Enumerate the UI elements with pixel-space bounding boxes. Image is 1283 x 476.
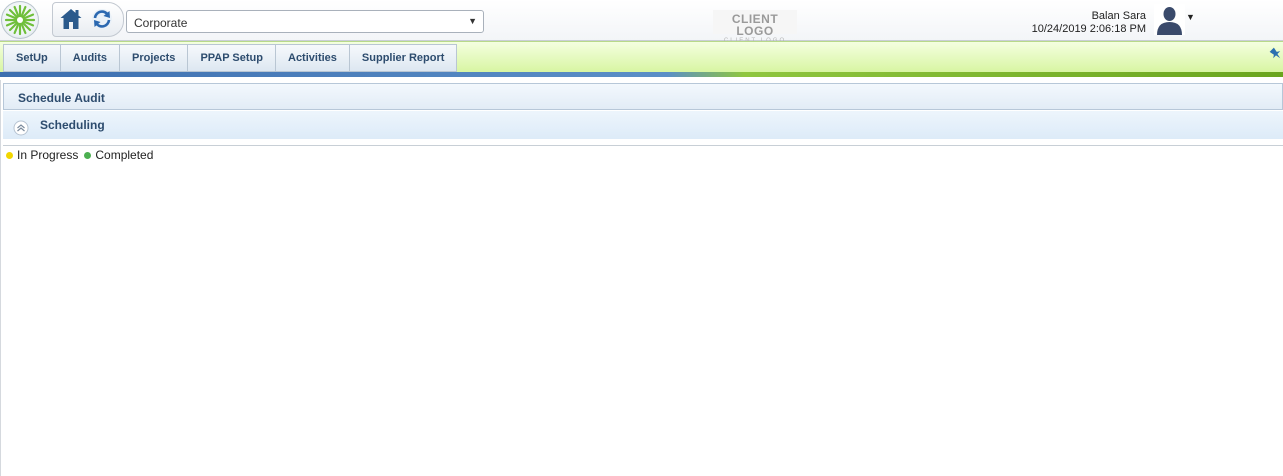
legend-item-completed: Completed bbox=[84, 148, 153, 162]
app-logo-icon[interactable] bbox=[1, 1, 39, 39]
section-header-scheduling[interactable]: Scheduling bbox=[3, 111, 1283, 139]
top-header: Corporate ▼ CLIENT LOGO CLIENT LOGO Bala… bbox=[0, 0, 1283, 44]
user-avatar-icon bbox=[1157, 7, 1182, 35]
collapse-up-icon[interactable] bbox=[13, 120, 29, 136]
nav-tab-setup[interactable]: SetUp bbox=[3, 44, 61, 72]
legend-dot-completed-icon bbox=[84, 151, 92, 159]
pin-icon[interactable] bbox=[1269, 47, 1283, 61]
page-title: Schedule Audit bbox=[18, 91, 105, 105]
user-avatar[interactable] bbox=[1154, 4, 1185, 35]
refresh-icon[interactable] bbox=[91, 8, 113, 30]
legend-label: In Progress bbox=[17, 148, 79, 162]
section-title: Scheduling bbox=[40, 118, 105, 132]
client-logo: CLIENT LOGO CLIENT LOGO bbox=[713, 10, 797, 44]
nav-tab-activities[interactable]: Activities bbox=[276, 44, 350, 72]
status-legend: In Progress Completed bbox=[6, 148, 159, 162]
user-menu-caret-icon[interactable]: ▼ bbox=[1186, 12, 1195, 22]
home-icon[interactable] bbox=[59, 7, 83, 31]
nav-tab-supplier-report[interactable]: Supplier Report bbox=[349, 44, 458, 72]
legend-label: Completed bbox=[95, 148, 154, 162]
content-left-border bbox=[0, 80, 1, 476]
nav-tabs: SetUp Audits Projects PPAP Setup Activit… bbox=[3, 44, 458, 72]
user-name: Balan Sara bbox=[1091, 10, 1146, 22]
nav-stripe-divider bbox=[0, 72, 1283, 77]
site-select-dropdown[interactable]: Corporate ▼ bbox=[126, 10, 484, 33]
chevron-down-icon: ▼ bbox=[468, 16, 477, 26]
legend-item-in-progress: In Progress bbox=[6, 148, 78, 162]
nav-tab-projects[interactable]: Projects bbox=[120, 44, 189, 72]
section-divider bbox=[3, 145, 1283, 146]
page-title-bar: Schedule Audit bbox=[3, 83, 1283, 110]
site-select-value: Corporate bbox=[134, 16, 188, 30]
user-datetime: 10/24/2019 2:06:18 PM bbox=[1031, 23, 1146, 35]
starburst-logo-icon bbox=[4, 4, 36, 36]
main-nav-bar: SetUp Audits Projects PPAP Setup Activit… bbox=[0, 41, 1283, 73]
client-logo-main: CLIENT LOGO bbox=[731, 12, 779, 38]
nav-tab-ppap-setup[interactable]: PPAP Setup bbox=[188, 44, 276, 72]
home-refresh-group bbox=[52, 2, 124, 37]
legend-dot-in-progress-icon bbox=[6, 151, 13, 159]
nav-tab-audits[interactable]: Audits bbox=[60, 44, 121, 72]
